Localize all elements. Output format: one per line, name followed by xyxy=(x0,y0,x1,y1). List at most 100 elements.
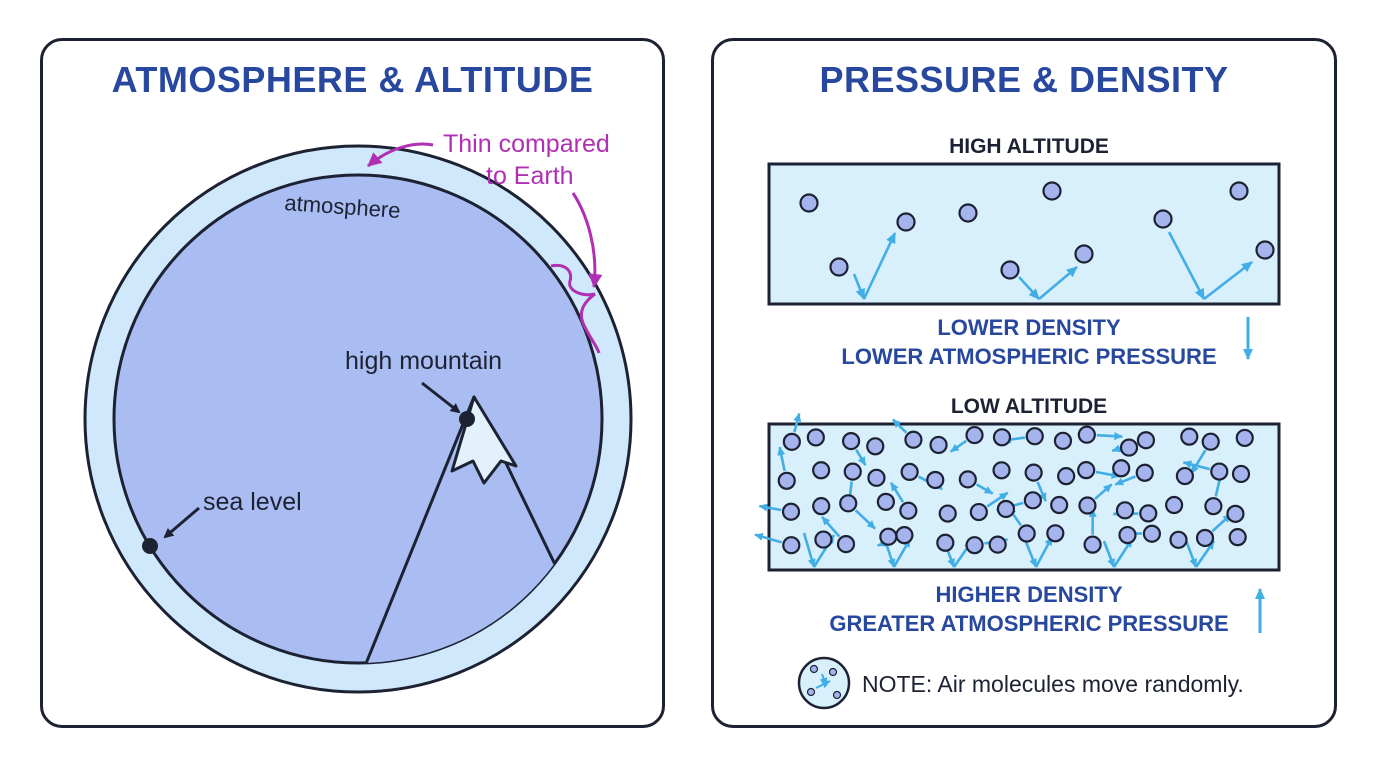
molecule xyxy=(1074,244,1094,264)
molecule xyxy=(867,468,886,487)
motion-arrow xyxy=(1018,276,1040,300)
molecule-note-icon xyxy=(797,656,851,710)
molecule xyxy=(879,527,898,546)
molecule-note: NOTE: Air molecules move randomly. xyxy=(862,671,1244,697)
molecule xyxy=(1083,535,1102,554)
atmosphere-altitude-panel: ATMOSPHERE & ALTITUDE atmosphere Thin co… xyxy=(40,38,665,728)
molecule xyxy=(1046,524,1065,543)
molecule-diagram: HIGH ALTITUDE LOWER DENSITY LOWER ATMOSP… xyxy=(754,135,1281,710)
molecule xyxy=(1050,495,1069,515)
motion-arrow xyxy=(821,515,841,538)
sea-level-label: sea level xyxy=(203,488,302,516)
molecule xyxy=(996,499,1016,519)
molecule xyxy=(799,193,819,213)
callout-arrow-brace xyxy=(571,192,603,288)
motion-arrow xyxy=(1167,231,1206,300)
molecule xyxy=(814,530,833,549)
motion-arrow xyxy=(1034,536,1054,568)
molecule xyxy=(777,471,796,490)
motion-arrow xyxy=(1038,266,1078,300)
molecule xyxy=(969,502,988,522)
molecule xyxy=(1017,524,1036,543)
motion-arrow xyxy=(1102,540,1116,568)
molecule xyxy=(1255,240,1275,260)
motion-arrow xyxy=(754,533,783,544)
molecule xyxy=(965,425,984,445)
panel-title-pressure: PRESSURE & DENSITY xyxy=(819,59,1229,100)
molecule xyxy=(782,432,801,451)
molecule xyxy=(900,462,919,482)
mountain-label: high mountain xyxy=(345,347,502,375)
molecule xyxy=(899,501,918,520)
molecule xyxy=(1042,181,1062,201)
low-caption-line1: HIGHER DENSITY xyxy=(935,582,1122,607)
molecule xyxy=(992,428,1012,447)
molecule xyxy=(904,430,923,449)
motion-arrow xyxy=(889,481,905,503)
molecule xyxy=(926,470,945,490)
molecule xyxy=(1165,495,1184,515)
molecule xyxy=(866,437,885,456)
callout-thin-line1: Thin compared xyxy=(443,130,610,158)
molecule xyxy=(1226,504,1245,523)
motion-arrow xyxy=(1095,470,1121,479)
motion-arrow xyxy=(891,418,908,434)
earth-diagram: atmosphere Thin compared to Earth high m… xyxy=(83,130,633,694)
motion-arrow xyxy=(1114,475,1136,486)
molecule xyxy=(812,497,831,516)
molecule xyxy=(1231,464,1251,484)
molecule xyxy=(1195,528,1215,548)
molecule xyxy=(836,535,856,554)
motion-arrow xyxy=(1036,481,1047,502)
motion-arrow xyxy=(1194,540,1216,568)
low-caption-line2: GREATER ATMOSPHERIC PRESSURE xyxy=(829,611,1228,636)
motion-arrow xyxy=(1096,432,1123,441)
low-altitude-title: LOW ALTITUDE xyxy=(951,395,1107,418)
motion-arrow xyxy=(793,412,802,433)
sea-level-dot xyxy=(142,538,158,554)
molecule xyxy=(1175,466,1194,486)
molecule xyxy=(782,536,801,555)
molecule xyxy=(1118,525,1137,545)
molecule xyxy=(781,502,801,521)
sea-level-pointer-arrow xyxy=(163,506,200,539)
high-altitude-title: HIGH ALTITUDE xyxy=(949,135,1109,158)
molecule xyxy=(936,533,955,552)
molecule xyxy=(895,526,914,545)
molecule xyxy=(1053,431,1073,450)
molecule xyxy=(965,536,984,555)
molecule xyxy=(876,492,895,511)
molecule xyxy=(1136,431,1156,450)
motion-arrow xyxy=(1190,449,1207,475)
molecule xyxy=(1180,427,1199,446)
molecule xyxy=(839,494,858,513)
molecule xyxy=(1023,491,1042,510)
molecule xyxy=(1229,181,1249,201)
molecule xyxy=(1210,462,1229,481)
molecule xyxy=(1201,432,1220,451)
motion-arrow xyxy=(852,273,866,300)
molecule xyxy=(1228,528,1247,547)
high-altitude-molecules xyxy=(799,181,1275,301)
molecule xyxy=(992,461,1011,480)
molecule xyxy=(1000,260,1020,280)
molecule xyxy=(843,462,862,481)
molecule xyxy=(958,470,977,489)
motion-arrow xyxy=(802,532,816,568)
mountain-peak-dot xyxy=(459,411,475,427)
motion-arrow xyxy=(1094,483,1113,500)
molecule xyxy=(1142,524,1162,543)
mountain-pointer-arrow xyxy=(421,381,461,414)
high-caption-line1: LOWER DENSITY xyxy=(937,315,1121,340)
callout-thin-line2: to Earth xyxy=(486,162,574,190)
molecule xyxy=(1169,530,1188,549)
molecule xyxy=(938,504,957,523)
motion-arrow xyxy=(862,232,897,300)
molecule xyxy=(841,431,861,451)
motion-arrow xyxy=(949,439,968,453)
pressure-density-panel: PRESSURE & DENSITY HIGH ALTITUDE LOWER D… xyxy=(711,38,1337,728)
motion-arrow xyxy=(1182,460,1210,471)
motion-arrow xyxy=(975,483,994,495)
molecule xyxy=(1025,427,1044,446)
molecule xyxy=(1139,504,1158,523)
